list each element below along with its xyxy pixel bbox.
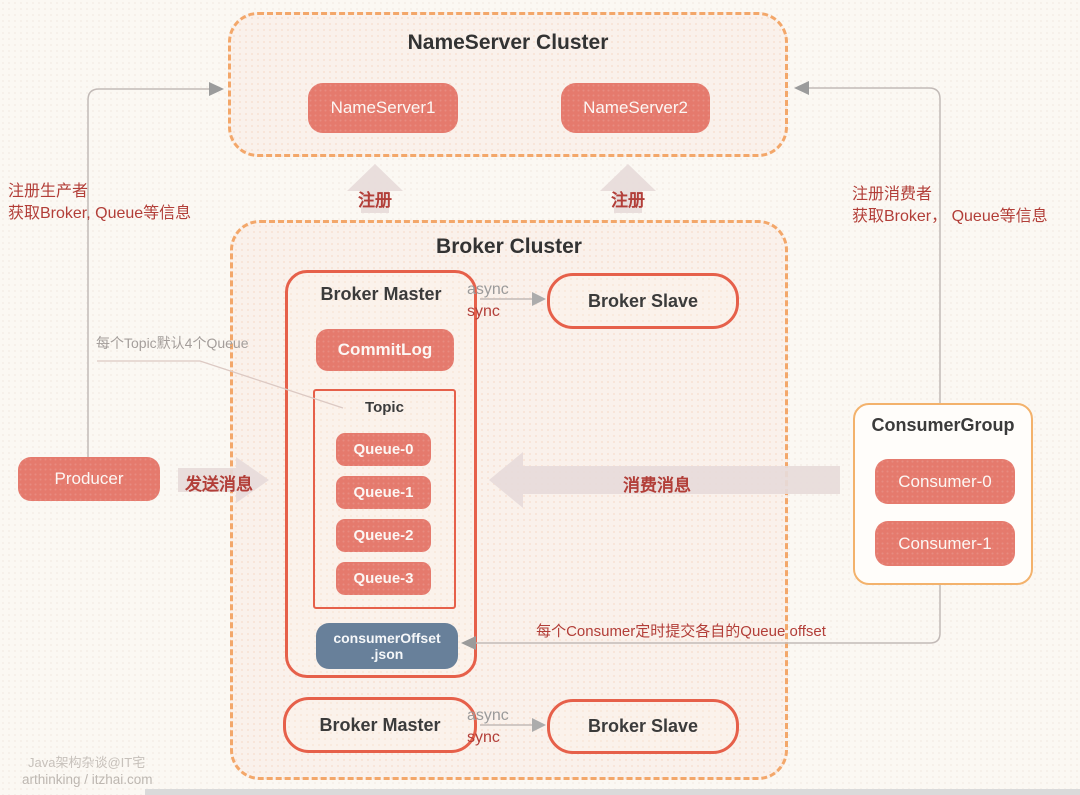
nameserver2-node: NameServer2	[561, 83, 710, 133]
consumer-group-box: ConsumerGroup Consumer-0 Consumer-1	[853, 403, 1033, 585]
broker-master-top-title: Broker Master	[320, 284, 442, 304]
commitlog-box: CommitLog	[316, 329, 454, 371]
consumer-0-box: Consumer-0	[875, 459, 1015, 504]
nameserver-cluster-box: NameServer Cluster NameServer1 NameServe…	[228, 12, 788, 157]
broker-slave-bottom-box: Broker Slave	[547, 699, 739, 754]
queue-0-box: Queue-0	[336, 433, 431, 466]
consumer-1-box: Consumer-1	[875, 521, 1015, 566]
consumer-offset-store-line1: consumerOffset	[333, 629, 441, 646]
send-message-label: 发送消息	[185, 475, 253, 494]
sync-label-bottom: sync	[467, 729, 500, 746]
broker-cluster-title: Broker Cluster	[436, 235, 582, 258]
topic-title: Topic	[365, 399, 404, 416]
broker-slave-top-box: Broker Slave	[547, 273, 739, 329]
consume-message-label: 消费消息	[623, 476, 691, 495]
async-label-top: async	[467, 281, 509, 298]
consumer-group-title: ConsumerGroup	[871, 415, 1015, 435]
offset-commit-note: 每个Consumer定时提交各自的Queue offset	[536, 623, 826, 640]
queue-3-box: Queue-3	[336, 562, 431, 595]
watermark-line2: arthinking / itzhai.com	[22, 772, 153, 787]
producer-to-nameserver-arrowhead-icon	[209, 82, 224, 96]
broker-master-top-box: Broker Master CommitLog Topic Queue-0 Qu…	[285, 270, 477, 678]
register-label-right: 注册	[611, 191, 645, 210]
broker-master-bottom-box: Broker Master	[283, 697, 477, 753]
consumer-register-note-line2: 获取Broker， Queue等信息	[852, 208, 1048, 225]
topic-queue-note: 每个Topic默认4个Queue	[96, 335, 249, 351]
async-label-bottom: async	[467, 707, 509, 724]
nameserver-cluster-title: NameServer Cluster	[407, 31, 609, 54]
consumer-register-note: 注册消费者 获取Broker， Queue等信息	[852, 184, 1048, 228]
producer-register-note-line1: 注册生产者	[8, 183, 89, 200]
producer-to-nameserver-line	[87, 88, 210, 457]
topic-box: Topic Queue-0 Queue-1 Queue-2 Queue-3	[313, 389, 456, 609]
consumer-to-nameserver-arrowhead-icon	[794, 81, 809, 95]
register-label-left: 注册	[358, 191, 392, 210]
watermark-line1: Java架构杂谈@IT宅	[28, 755, 146, 770]
queue-2-box: Queue-2	[336, 519, 431, 552]
producer-register-note-line2: 获取Broker, Queue等信息	[8, 205, 192, 222]
nameserver1-node: NameServer1	[308, 83, 458, 133]
consumer-offset-store-box: consumerOffset .json	[316, 623, 458, 669]
consumer-register-note-line1: 注册消费者	[852, 186, 933, 203]
producer-box: Producer	[18, 457, 160, 501]
sync-label-top: sync	[467, 303, 500, 320]
consumer-offset-store-line2: .json	[370, 646, 404, 662]
producer-register-note: 注册生产者 获取Broker, Queue等信息	[8, 181, 191, 225]
queue-1-box: Queue-1	[336, 476, 431, 509]
consumer-to-nameserver-line	[808, 87, 941, 403]
bottom-strip	[145, 789, 1080, 795]
